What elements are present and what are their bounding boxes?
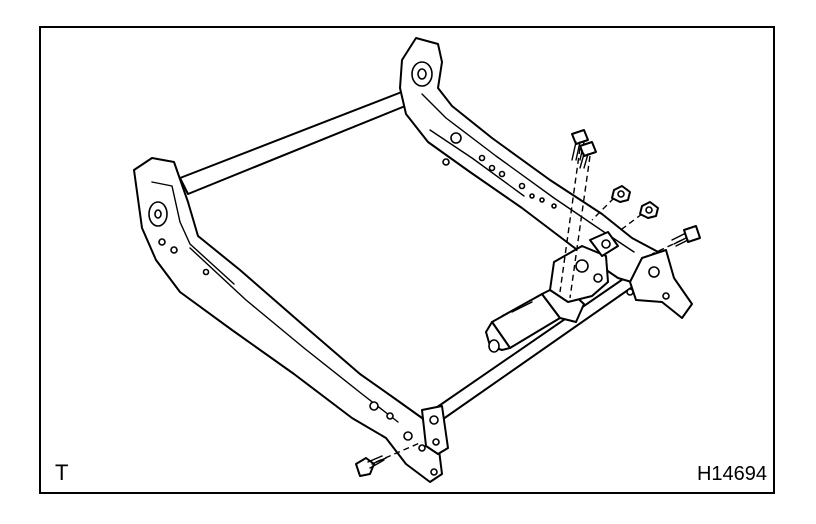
assembly-dash-lines — [375, 147, 683, 463]
left-front-bracket — [421, 405, 449, 455]
right-side-rail — [399, 37, 667, 289]
left-side-rail — [133, 157, 443, 483]
upper-bolts — [571, 129, 597, 169]
right-front-bracket — [626, 249, 693, 319]
front-cross-tube — [429, 263, 653, 425]
rear-cross-tube — [179, 85, 423, 195]
figure-frame: T H14694 — [39, 26, 775, 494]
seat-frame-illustration — [133, 37, 701, 483]
nuts — [611, 185, 659, 219]
right-side-bolt — [671, 225, 701, 247]
lower-left-bolt — [355, 455, 387, 477]
corner-letter: T — [55, 460, 69, 485]
figure-id: H14694 — [696, 463, 767, 485]
